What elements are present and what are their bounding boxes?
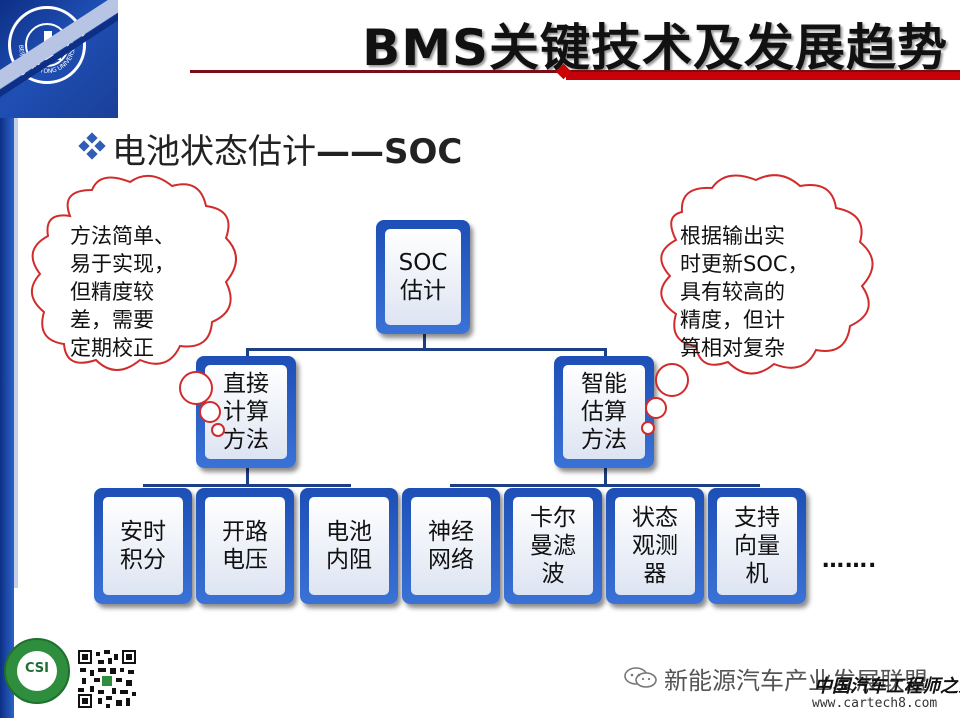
cartech-watermark: 中国汽车工程师之家 (814, 676, 960, 697)
connector-left-down (246, 466, 249, 486)
title-underline (190, 70, 960, 73)
more-methods-ellipsis: ……. (822, 548, 878, 573)
leaf-label: 神经 网络 (428, 519, 474, 573)
connector-root-down (423, 332, 426, 350)
leaf-box-kaerman: 卡尔 曼滤 波 (504, 488, 602, 604)
connector-right-down (604, 466, 607, 486)
leaf-box-kailu: 开路 电压 (196, 488, 294, 604)
left-cloud-shape (31, 175, 237, 437)
soc-root-label: SOC 估计 (398, 250, 448, 304)
leaf-label: 开路 电压 (222, 519, 268, 573)
cartech-url: www.cartech8.com (812, 696, 938, 711)
leaf-box-zhichi: 支持 向量 机 (708, 488, 806, 604)
left-rail-highlight (14, 118, 18, 588)
slide-title: BMS关键技术及发展趋势 (362, 19, 948, 77)
connector-left-bar (143, 484, 351, 487)
branch-intelligent-box: 智能 估算 方法 (554, 356, 654, 468)
left-rail (0, 118, 14, 718)
qr-code-icon (76, 648, 138, 710)
branch-intelligent-label: 智能 估算 方法 (581, 371, 627, 453)
soc-root-box: SOC 估计 (376, 220, 470, 334)
leaf-box-shenjing: 神经 网络 (402, 488, 500, 604)
wechat-account-name: 新能源汽车产业发展联盟 (664, 667, 928, 695)
header-blue-band: BEIJING JIAOTONG UNIVERSITY (0, 0, 118, 118)
wechat-icon (624, 667, 657, 688)
connector-level1-bar (246, 348, 606, 351)
connector-right-drop (604, 348, 607, 360)
left-cloud-text: 方法简单、 易于实现， 但精度较 差，需要 定期校正 (70, 224, 175, 360)
connector-right-bar (450, 484, 760, 487)
leaf-label: 电池 内阻 (326, 519, 372, 573)
leaf-label: 安时 积分 (120, 519, 166, 573)
connector-left-drop (246, 348, 249, 360)
leaf-box-neizu: 电池 内阻 (300, 488, 398, 604)
right-cloud-shape (641, 174, 874, 435)
leaf-label: 状态 观测 器 (632, 505, 678, 587)
branch-direct-label: 直接 计算 方法 (223, 371, 269, 453)
heading-dash: —— (316, 132, 384, 172)
section-heading: 电池状态估计——SOC (112, 124, 462, 173)
title-underline-red (566, 72, 960, 80)
heading-soc: SOC (384, 132, 463, 172)
heading-text: 电池状态估计 (112, 132, 316, 172)
right-cloud-text: 根据输出实 时更新SOC， 具有较高的 精度，但计 算相对复杂 (680, 224, 809, 360)
leaf-label: 支持 向量 机 (734, 505, 780, 587)
leaf-label: 卡尔 曼滤 波 (530, 505, 576, 587)
csi-logo-text: CSI (25, 661, 49, 676)
leaf-box-anshi: 安时 积分 (94, 488, 192, 604)
leaf-box-guance: 状态 观测 器 (606, 488, 704, 604)
csi-logo: CSI (4, 638, 70, 704)
